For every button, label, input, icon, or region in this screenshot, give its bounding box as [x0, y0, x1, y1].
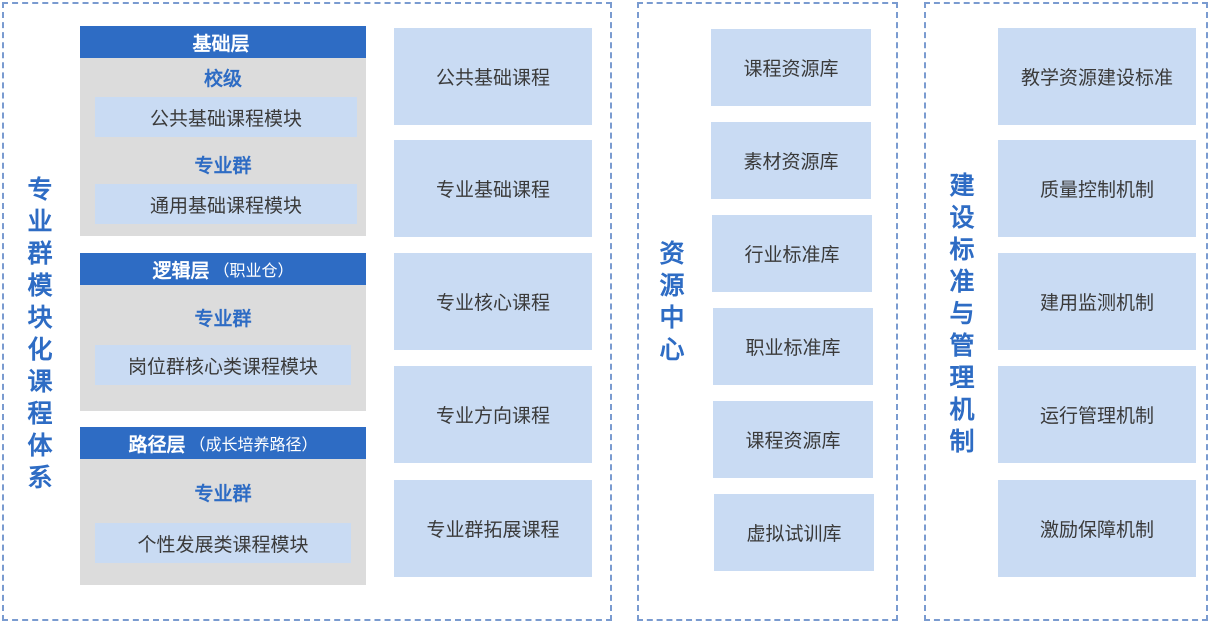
layer-logic-module: 岗位群核心类课程模块 [95, 345, 351, 385]
layer-basic-module-2: 通用基础课程模块 [95, 184, 357, 224]
mechanism-box: 运行管理机制 [998, 366, 1196, 463]
right-panel-title: 建 设 标 准 与 管 理 机 制 [949, 171, 975, 456]
layer-path-level: 专业群 [194, 483, 252, 505]
resource-box: 职业标准库 [713, 308, 873, 385]
layer-basic-level-1: 校级 [203, 68, 242, 90]
course-box: 公共基础课程 [394, 28, 592, 125]
mechanism-box: 质量控制机制 [998, 140, 1196, 237]
layer-basic-header: 基础层 [80, 26, 366, 58]
layer-path-module: 个性发展类课程模块 [95, 523, 351, 563]
course-box: 专业群拓展课程 [394, 480, 592, 577]
resource-box: 行业标准库 [712, 215, 872, 292]
resource-box: 课程资源库 [713, 401, 873, 478]
left-panel [2, 2, 612, 621]
course-box: 专业核心课程 [394, 253, 592, 350]
layer-basic-level-2: 专业群 [194, 155, 252, 177]
resource-box: 课程资源库 [711, 29, 871, 106]
mechanism-box: 激励保障机制 [998, 480, 1196, 577]
course-box: 专业基础课程 [394, 140, 592, 237]
left-panel-title: 专 业 群 模 块 化 课 程 体 系 [27, 175, 53, 492]
middle-panel-title: 资 源 中 心 [659, 239, 685, 364]
layer-logic-header: 逻辑层 （职业仓） [80, 253, 366, 285]
layer-path-header: 路径层 （成长培养路径） [80, 427, 366, 459]
mechanism-box: 教学资源建设标准 [998, 28, 1196, 125]
mechanism-box: 建用监测机制 [998, 253, 1196, 350]
layer-basic-module-1: 公共基础课程模块 [95, 97, 357, 137]
resource-box: 虚拟试训库 [714, 494, 874, 571]
course-box: 专业方向课程 [394, 366, 592, 463]
right-panel [924, 2, 1208, 621]
layer-logic-level: 专业群 [194, 308, 252, 330]
middle-panel [637, 2, 898, 621]
resource-box: 素材资源库 [711, 122, 871, 199]
